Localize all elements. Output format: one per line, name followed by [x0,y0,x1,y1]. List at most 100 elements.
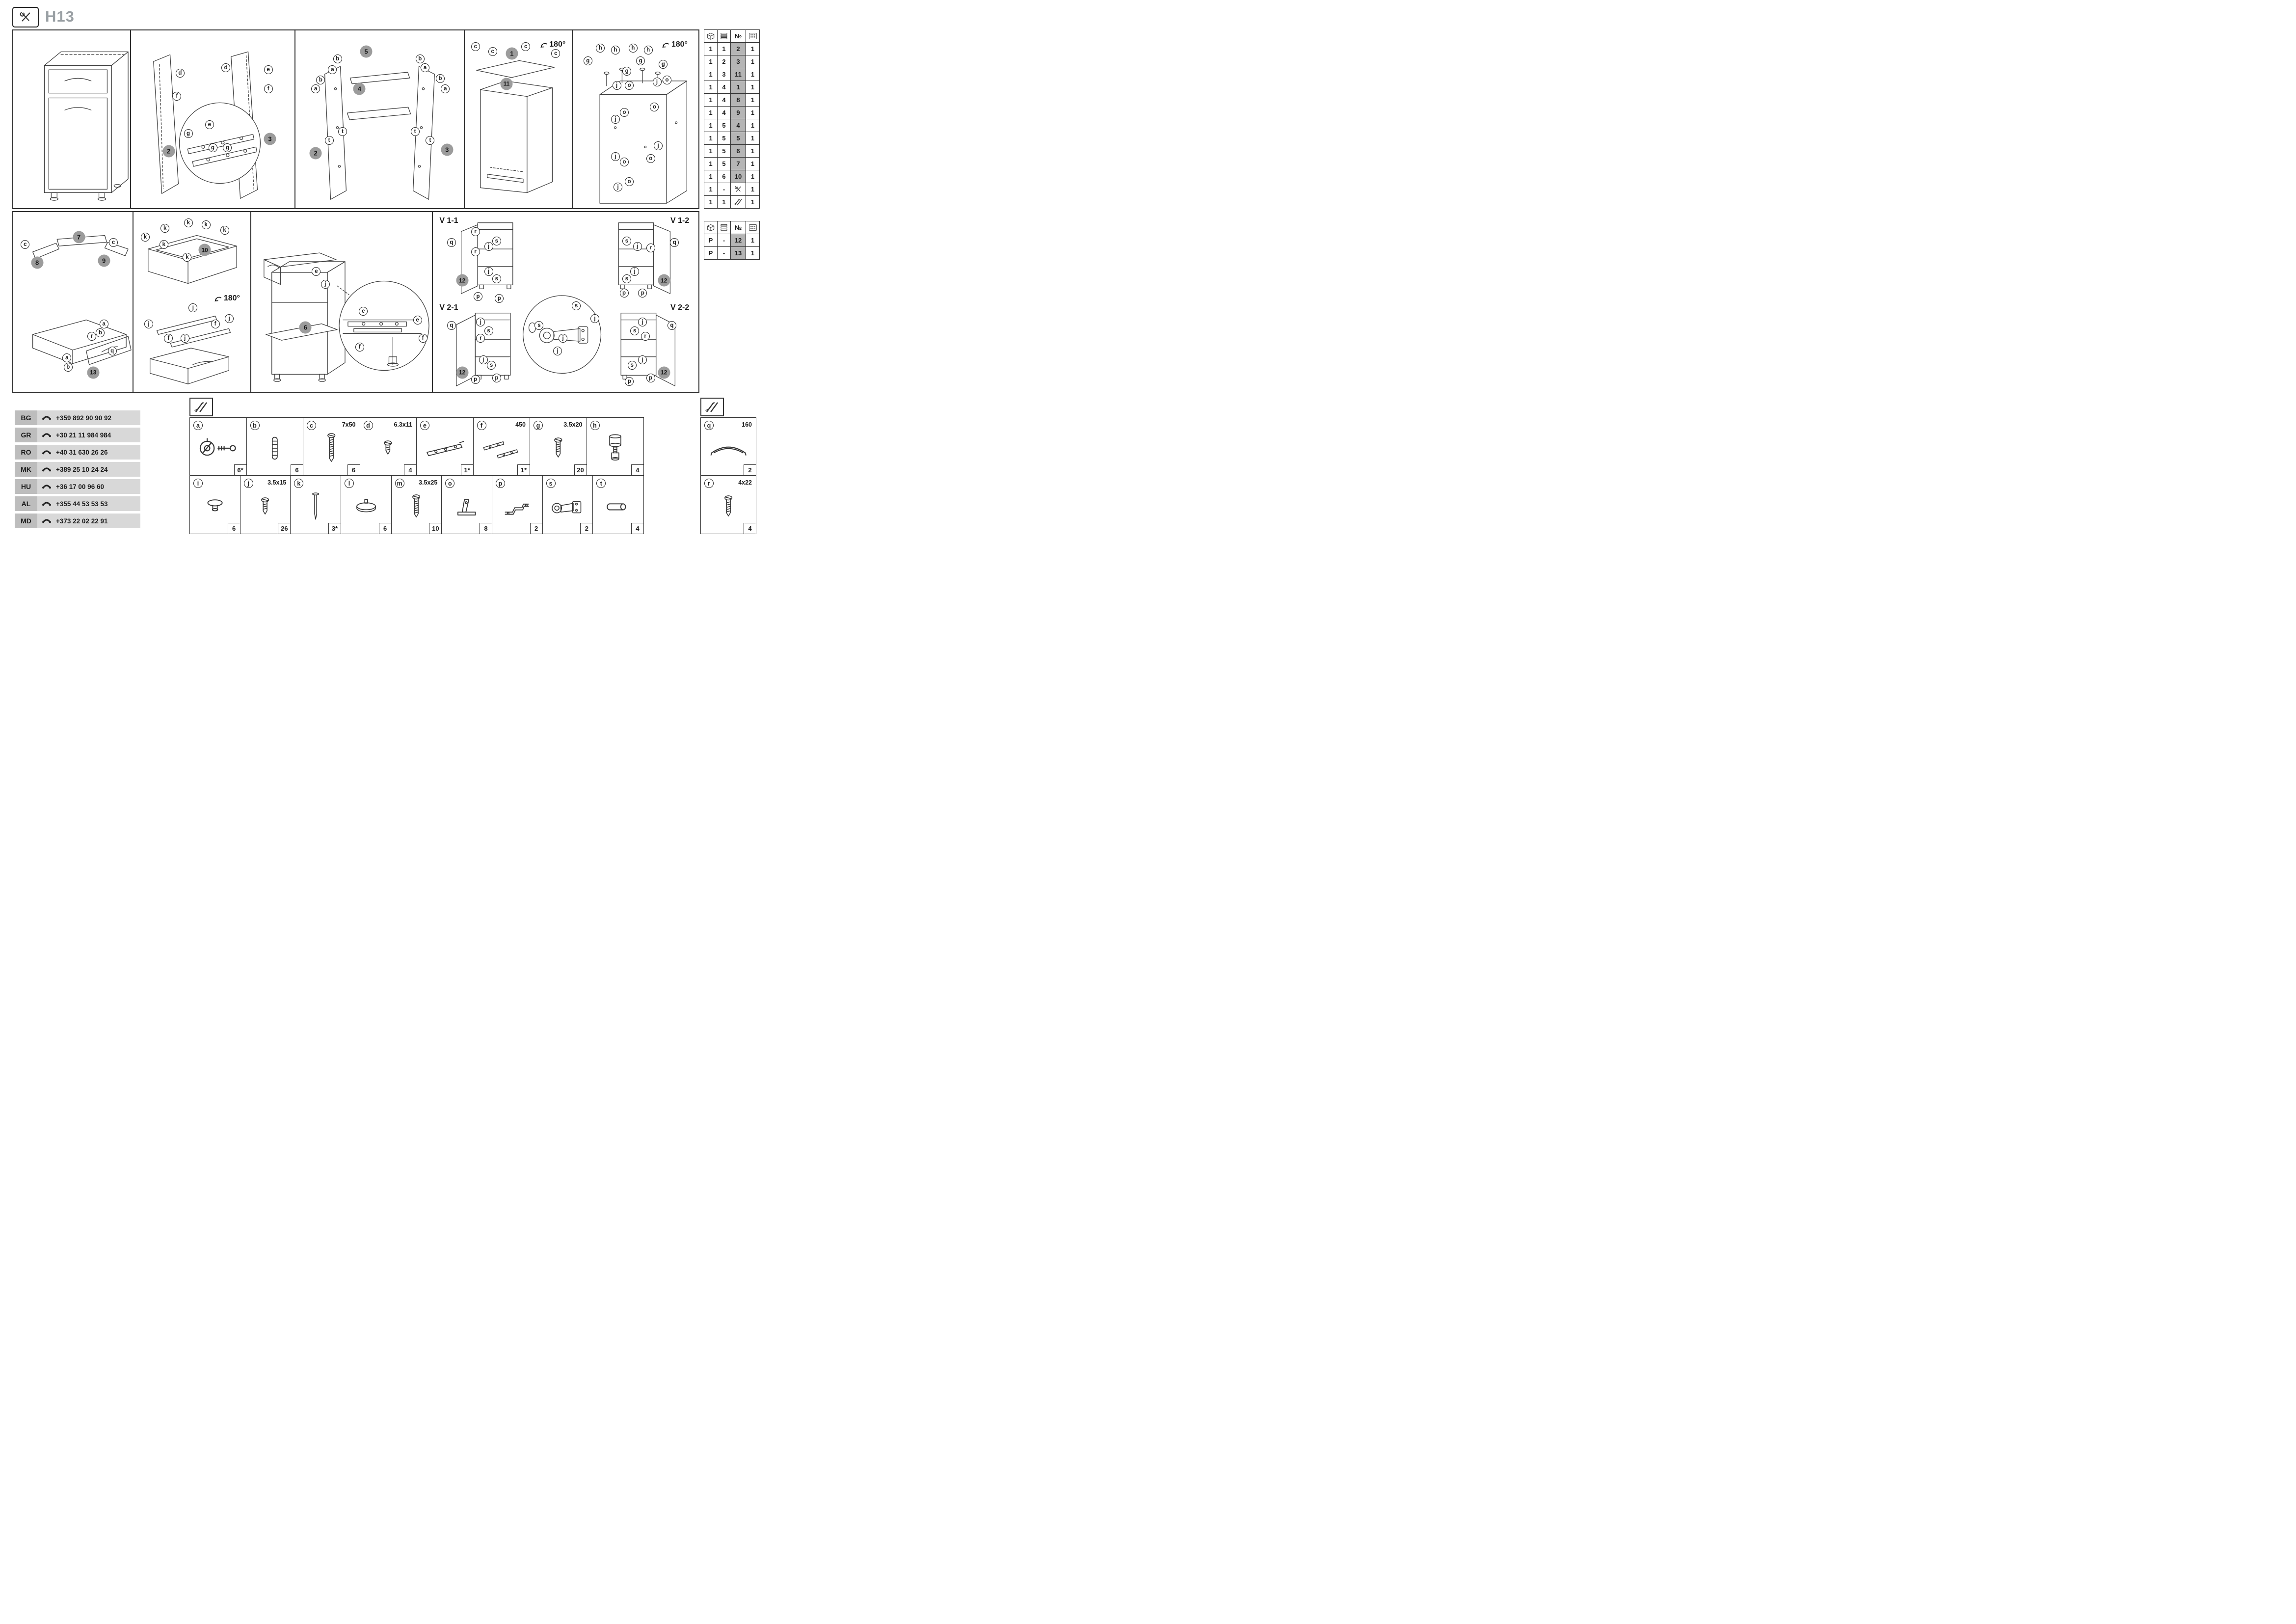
callout-a: a [441,84,450,94]
callout-j: j [180,333,189,343]
parts-table-cell: 5 [718,158,731,170]
callout-s: s [492,274,501,283]
callout-q: q [447,321,456,330]
callout-j: j [612,81,621,90]
parts-table-cell: 1 [704,145,718,158]
hardware-count: 2 [580,523,593,534]
callout-j: j [320,279,330,289]
hardware-count: 6 [291,464,303,475]
country-code: HU [15,479,37,494]
parts-table-cell: 1 [704,94,718,107]
parts-table-cell: 4 [718,81,731,94]
callout-o: o [619,108,629,117]
hardware-letter: b [250,421,260,430]
callout-r: r [87,332,97,341]
parts-table-cell: 1 [746,247,760,260]
callout-p: p [495,294,504,303]
callout-t: t [338,127,347,136]
part-number-header: № [731,30,746,43]
hardware-count: 1* [517,464,530,475]
hardware-letter: c [307,421,316,430]
country-code: GR [15,428,37,442]
step-4: 4 [353,82,366,95]
hardware-letter: i [193,479,203,488]
parts-table-cell: 1 [746,234,760,247]
hardware-count: 26 [278,523,291,534]
parts-table-cell: 11 [731,68,746,81]
hardware-size: 3.5x25 [419,479,438,486]
callout-j: j [611,115,620,124]
callout-j: j [553,346,562,355]
step-9: 9 [98,254,110,267]
tools-icon [12,7,39,27]
parts-table-cell: 1 [718,43,731,55]
callout-h: h [643,45,653,54]
fittings-section-icon-2 [700,398,724,416]
callout-t: t [324,136,334,145]
step-13: 13 [87,366,100,379]
hardware-letter: l [344,479,354,488]
callout-b: b [435,74,445,83]
callout-h: h [611,45,620,54]
callout-s: s [484,326,493,336]
callout-j: j [638,355,647,364]
step-2: 2 [162,145,175,158]
tools-icon [731,183,746,196]
screw-long-icon [325,432,338,467]
parts-table-cell: 4 [718,107,731,119]
parts-table-cell: 1 [746,81,760,94]
hardware-count: 6 [347,464,360,475]
parts-table-cell: 1 [704,43,718,55]
cap-icon [204,497,226,519]
parts-table-cell: 1 [704,81,718,94]
hardware-count: 6 [378,523,391,534]
rotate-180-label: 180° [539,40,565,49]
parts-table-cell: 2 [731,43,746,55]
callout-j: j [484,242,493,251]
callout-g: g [622,67,632,76]
callout-t: t [426,136,435,145]
hardware-count: 4 [404,464,416,475]
phone-number: +36 17 00 96 60 [56,483,104,490]
step-11: 11 [500,78,513,90]
parts-table-cell: 3 [731,55,746,68]
hardware-letter: o [445,479,455,488]
phone-row: MK+389 25 10 24 24 [15,462,140,477]
hardware-count: 1* [460,464,473,475]
hardware-letter: f [477,421,486,430]
door-variants-illustration [456,222,675,386]
bracket-icon [455,495,478,520]
disc-icon [353,497,379,518]
step-12: 12 [456,366,468,379]
callout-c: c [551,49,561,58]
step-3: 3 [441,143,454,156]
variant-label: V 2-1 [439,303,458,312]
callout-k: k [159,240,168,249]
screw-15-icon [259,496,271,519]
callout-j: j [652,77,662,86]
parts-table-cell: 5 [718,132,731,145]
callout-o: o [650,102,659,111]
phone-row: MD+373 22 02 22 91 [15,514,140,528]
parts-table-cell: 1 [746,183,760,196]
hardware-count: 8 [479,523,492,534]
callout-b: b [333,54,342,63]
callout-q: q [447,238,456,247]
side-panels-rails-illustration [153,51,261,199]
